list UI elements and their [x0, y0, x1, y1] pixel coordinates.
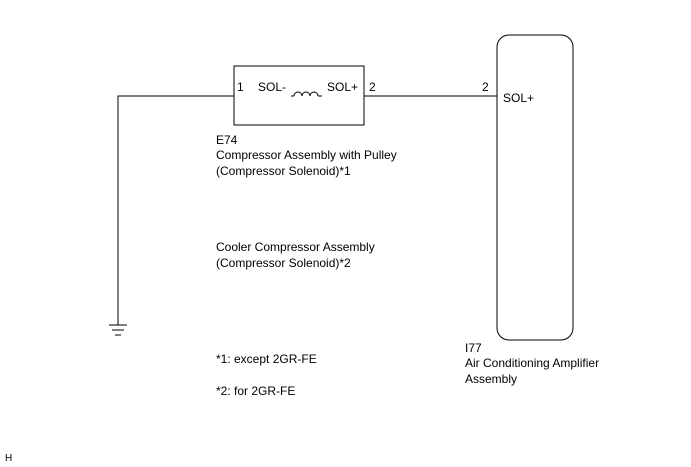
corner-mark: H — [5, 453, 13, 464]
solenoid-name-line-1: Compressor Assembly with Pulley — [216, 148, 397, 162]
solenoid-pin-2: 2 — [369, 80, 376, 94]
ground-symbol-icon — [109, 324, 127, 336]
solenoid-box — [233, 65, 365, 126]
amplifier-name-line-1: Air Conditioning Amplifier — [465, 356, 600, 370]
solenoid-pin-2-name: SOL+ — [327, 80, 359, 94]
amplifier-pin-2-name: SOL+ — [503, 91, 535, 105]
solenoid-name-line-2: (Compressor Solenoid)*1 — [216, 164, 351, 178]
solenoid-pin-1-name: SOL- — [258, 80, 287, 94]
amplifier-connector-code: I77 — [465, 341, 482, 355]
solenoid-pin-1: 1 — [237, 80, 244, 94]
solenoid-connector-code: E74 — [216, 133, 238, 147]
footnote-1: *1: except 2GR-FE — [216, 352, 317, 366]
coil-icon — [291, 91, 322, 97]
amplifier-box — [496, 34, 574, 341]
solenoid-alt-name-line-1: Cooler Compressor Assembly — [216, 240, 375, 254]
solenoid-alt-name-line-2: (Compressor Solenoid)*2 — [216, 256, 351, 270]
footnote-2: *2: for 2GR-FE — [216, 384, 296, 398]
amplifier-pin-2: 2 — [482, 80, 489, 94]
ground-wire — [117, 95, 234, 325]
amplifier-name-line-2: Assembly — [465, 372, 518, 386]
